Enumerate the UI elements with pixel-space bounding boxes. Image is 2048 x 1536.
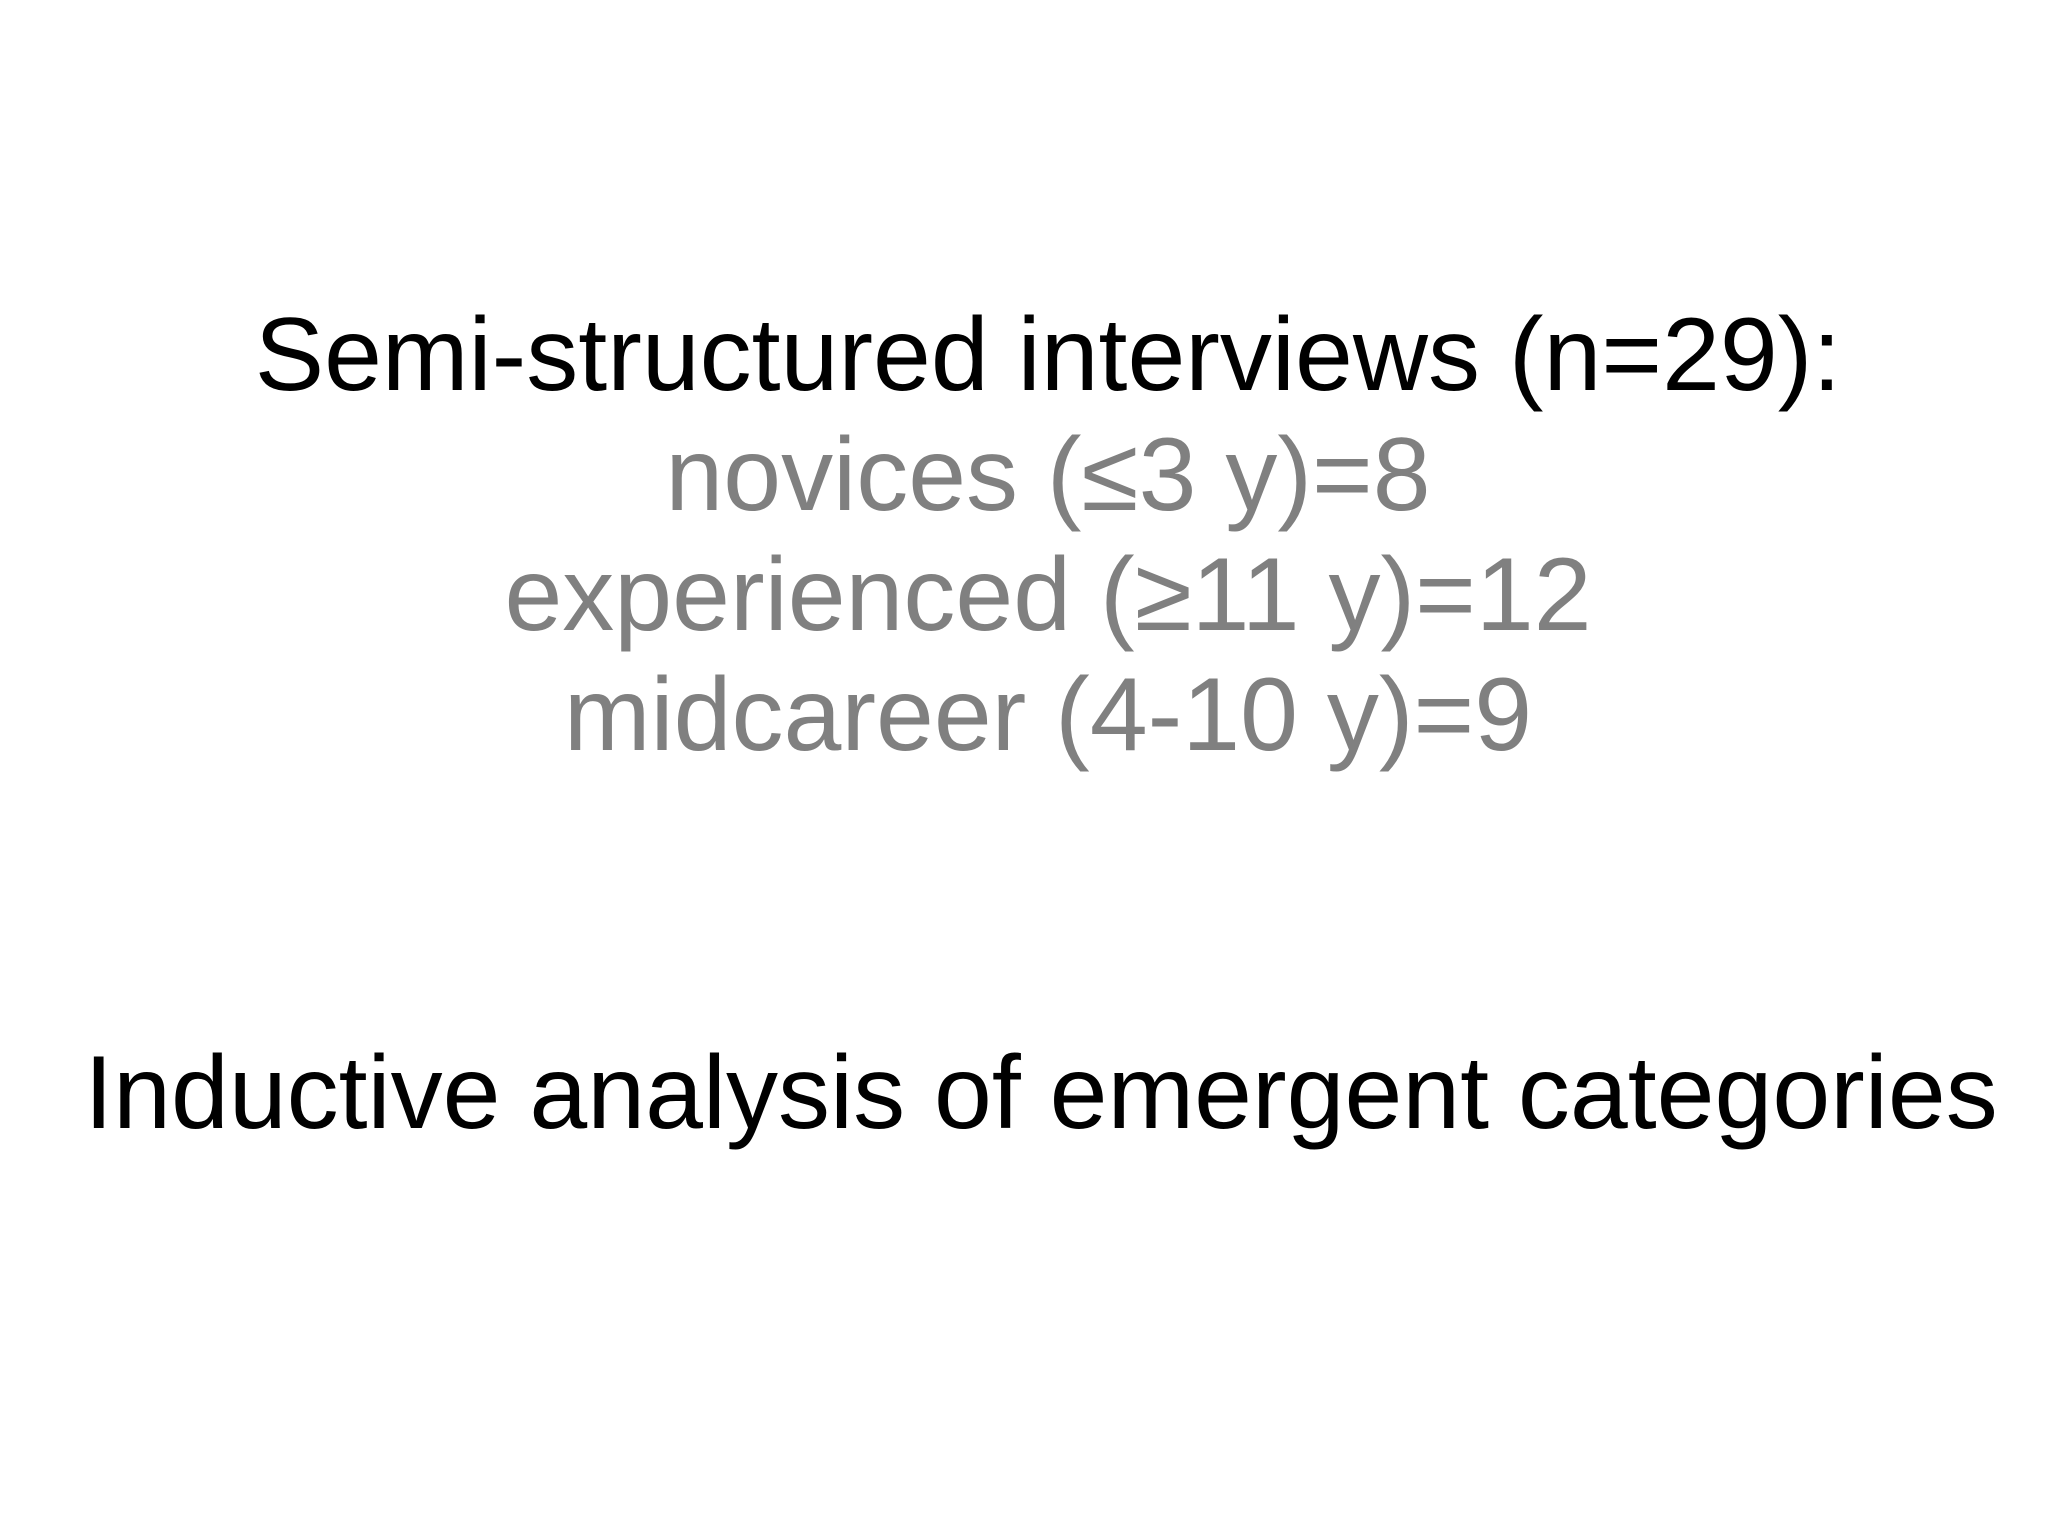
inductive-analysis-text: Inductive analysis of emergent categorie… xyxy=(84,1035,1998,1151)
interviews-text-block: Semi-structured interviews (n=29): novic… xyxy=(0,295,2048,775)
experienced-count-line: experienced (≥11 y)=12 xyxy=(504,537,1592,653)
midcareer-count-line: midcareer (4-10 y)=9 xyxy=(563,657,1533,773)
slide-title: Semi-structured interviews (n=29): xyxy=(254,297,1842,413)
novices-count-line: novices (≤3 y)=8 xyxy=(665,417,1431,533)
